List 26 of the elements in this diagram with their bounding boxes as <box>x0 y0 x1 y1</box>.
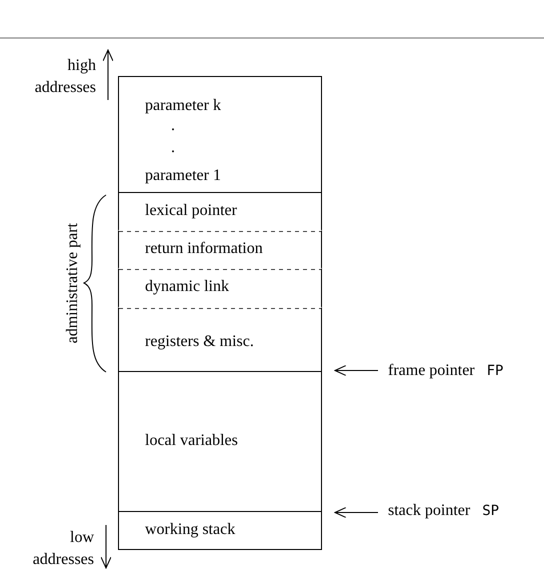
cell-label: local variables <box>145 432 238 450</box>
axis-label: low addresses <box>32 528 94 570</box>
stack-cell <box>118 511 322 550</box>
cell-label: registers & misc. <box>145 333 254 351</box>
stack-cell <box>118 371 322 511</box>
arrow <box>334 365 378 376</box>
stack-cell <box>118 307 322 371</box>
ellipsis-dot: . <box>171 117 175 135</box>
arrow <box>334 507 378 518</box>
cell-label: return information <box>145 240 263 258</box>
pointer-label: frame pointer <box>388 362 475 379</box>
ellipsis-dot: . <box>171 139 175 157</box>
register-name: FP <box>486 363 504 379</box>
stack-cell <box>118 192 322 230</box>
parameter-cell <box>118 76 322 192</box>
brace-label: administrative part <box>63 222 82 344</box>
cell-label: working stack <box>145 521 236 539</box>
cell-label: parameter 1 <box>145 167 221 185</box>
register-name: SP <box>482 503 500 519</box>
cell-label: dynamic link <box>145 278 229 296</box>
stack-cell <box>118 230 322 268</box>
axis-label: high addresses <box>34 56 96 98</box>
stack-cell <box>118 268 322 307</box>
cell-label: lexical pointer <box>145 202 237 220</box>
cell-label: parameter k <box>145 97 221 115</box>
pointer-label: stack pointer <box>388 502 470 519</box>
